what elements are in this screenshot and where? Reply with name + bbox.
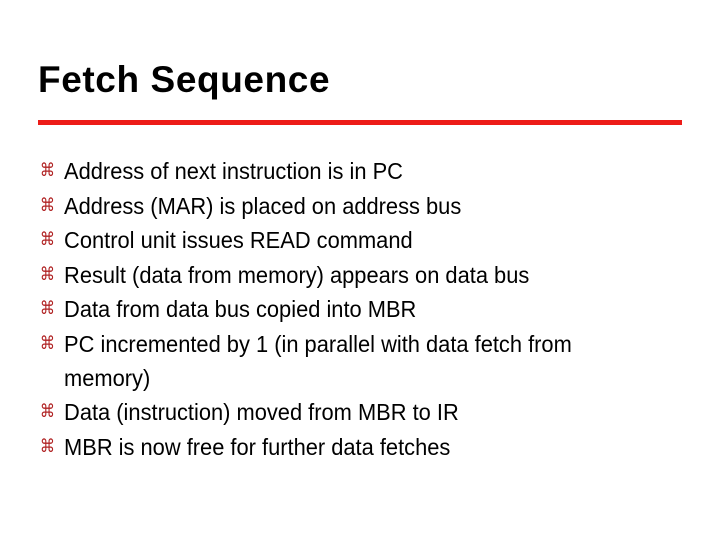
place-of-interest-icon: ⌘ [39, 194, 55, 216]
place-of-interest-icon: ⌘ [39, 160, 55, 181]
place-of-interest-icon: ⌘ [39, 332, 55, 354]
list-item: ⌘ MBR is now free for further data fetch… [38, 430, 641, 464]
list-item-label: Data from data bus copied into MBR [64, 296, 417, 322]
list-item-label: Data (instruction) moved from MBR to IR [64, 399, 459, 425]
list-item-label: PC incremented by 1 (in parallel with da… [64, 330, 572, 391]
list-item: ⌘ Address of next instruction is in PC [38, 154, 641, 188]
list-item: ⌘ PC incremented by 1 (in parallel with … [38, 327, 641, 395]
place-of-interest-icon: ⌘ [39, 298, 55, 319]
title-divider-rule [38, 120, 682, 125]
page-title: Fetch Sequence [38, 59, 331, 100]
list-item-label: Result (data from memory) appears on dat… [64, 261, 530, 288]
list-item: ⌘ Data (instruction) moved from MBR to I… [38, 395, 641, 429]
list-item: ⌘ Result (data from memory) appears on d… [38, 258, 641, 292]
place-of-interest-icon: ⌘ [39, 263, 55, 285]
place-of-interest-icon: ⌘ [39, 229, 55, 250]
list-item: ⌘ Data from data bus copied into MBR [38, 292, 641, 326]
list-item: ⌘ Control unit issues READ command [38, 223, 641, 257]
place-of-interest-icon: ⌘ [39, 435, 55, 457]
list-item-label: Control unit issues READ command [64, 227, 413, 253]
list-item-label: MBR is now free for further data fetches [64, 433, 451, 460]
list-item-label: Address (MAR) is placed on address bus [64, 192, 462, 219]
place-of-interest-icon: ⌘ [39, 401, 55, 422]
list-item: ⌘ Address (MAR) is placed on address bus [38, 189, 641, 223]
list-item-label: Address of next instruction is in PC [64, 158, 403, 184]
bullet-list: ⌘ Address of next instruction is in PC ⌘… [38, 154, 686, 464]
